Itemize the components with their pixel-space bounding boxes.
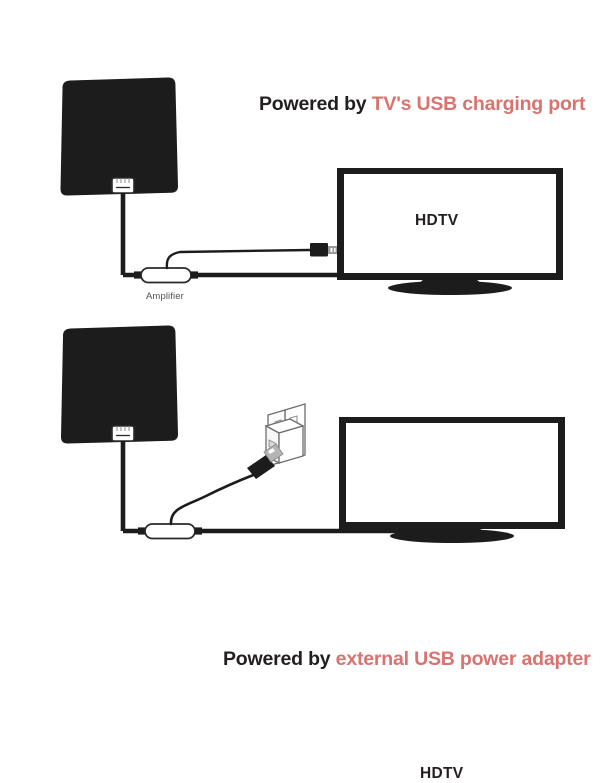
- panel-bottom-artwork: [61, 325, 565, 543]
- usb-lead-top: [165, 248, 312, 270]
- hdtv-screen-label-bottom: HDTV: [420, 765, 464, 782]
- panel-external-adapter-powered: Powered by external USB power adapter HD…: [0, 300, 600, 782]
- usb-lead-bottom: [169, 470, 263, 526]
- amplifier-module-top: [134, 267, 198, 284]
- caption-top: Powered by TV's USB charging port: [259, 93, 586, 116]
- amplifier-label-top: Amplifier: [146, 291, 184, 302]
- caption-top-prefix: Powered by: [259, 93, 372, 115]
- antenna-connector-bottom: [111, 425, 135, 442]
- hdtv-top: [337, 168, 563, 295]
- hdtv-screen-label-top: HDTV: [415, 212, 459, 229]
- usb-plug-top: [310, 243, 337, 257]
- panel-tv-usb-powered: Powered by TV's USB charging port HDTV A…: [0, 0, 600, 310]
- hdtv-bottom: [339, 417, 565, 543]
- caption-bottom: Powered by external USB power adapter: [223, 648, 591, 671]
- antenna-connector-top: [111, 177, 135, 194]
- caption-bottom-accent: external USB power adapter: [335, 648, 591, 670]
- caption-bottom-prefix: Powered by: [223, 648, 336, 670]
- panel-top-artwork: [60, 77, 563, 295]
- usb-plug-bottom: [247, 443, 284, 479]
- antenna-panel-bottom: [61, 325, 179, 444]
- caption-top-accent: TV's USB charging port: [371, 93, 586, 115]
- amplifier-module-bottom: [138, 523, 202, 540]
- antenna-panel-top: [60, 77, 179, 196]
